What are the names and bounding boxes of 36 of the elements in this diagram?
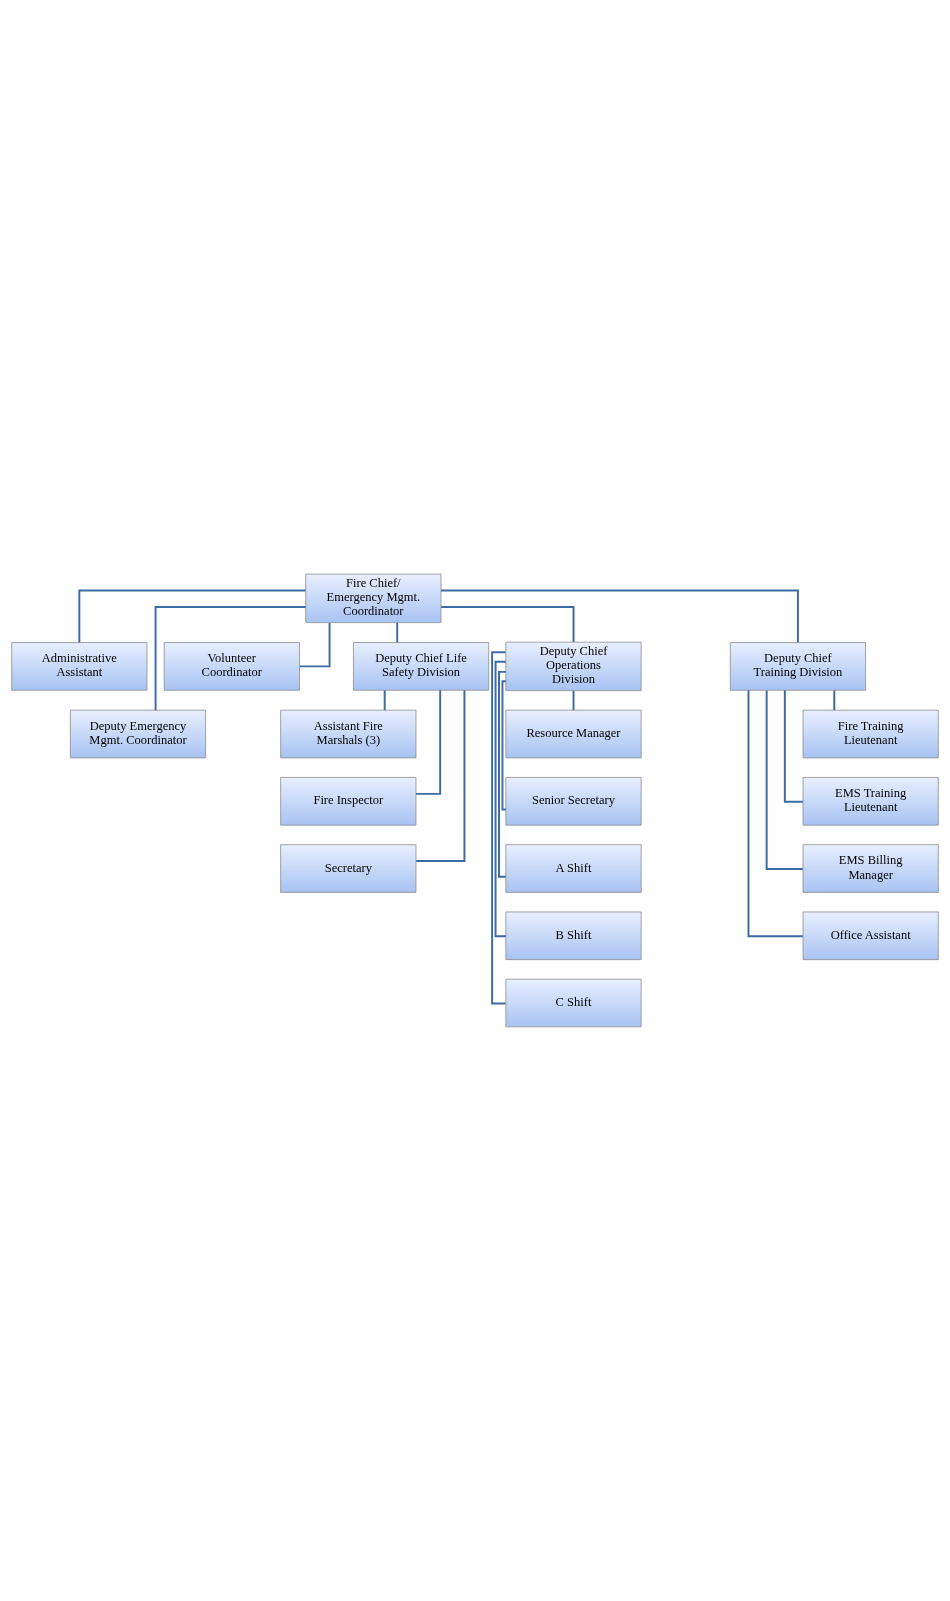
node-box: A Shift <box>505 844 642 893</box>
connector <box>833 689 836 712</box>
connector <box>396 621 399 644</box>
connector <box>383 689 386 712</box>
node-box: Volunteer Coordinator <box>163 642 300 691</box>
connector <box>572 689 575 712</box>
connector <box>440 589 799 644</box>
connector <box>494 660 507 938</box>
node-box: C Shift <box>505 978 642 1028</box>
node-box: Office Assistant <box>802 911 939 960</box>
connector <box>415 689 442 795</box>
connector <box>491 651 507 1005</box>
connector <box>298 621 331 668</box>
node-box: Secretary <box>280 844 417 893</box>
node-box: B Shift <box>505 911 642 960</box>
connector <box>765 689 804 870</box>
connector <box>747 689 804 938</box>
connector <box>415 689 466 863</box>
node-box: EMS Training Lieutenant <box>802 777 939 826</box>
node-box: Administrative Assistant <box>11 642 148 691</box>
connector <box>154 606 307 712</box>
connector <box>440 606 575 643</box>
node-box: Fire Chief/ Emergency Mgmt. Coordinator <box>305 573 442 623</box>
connector <box>78 589 307 644</box>
node-box: EMS Billing Manager <box>802 844 939 893</box>
connector <box>501 680 507 811</box>
node-box: Fire Training Lieutenant <box>802 709 939 759</box>
node-box: Deputy Chief Training Division <box>729 642 866 691</box>
node-box: Resource Manager <box>505 709 642 759</box>
node-box: Senior Secretary <box>505 777 642 826</box>
connector <box>498 670 507 878</box>
node-box: Deputy Chief Operations Division <box>505 641 642 692</box>
node-box: Deputy Emergency Mgmt. Coordinator <box>69 709 206 759</box>
node-box: Assistant Fire Marshals (3) <box>280 709 417 759</box>
node-box: Deputy Chief Life Safety Division <box>353 642 490 691</box>
node-box: Fire Inspector <box>280 777 417 826</box>
